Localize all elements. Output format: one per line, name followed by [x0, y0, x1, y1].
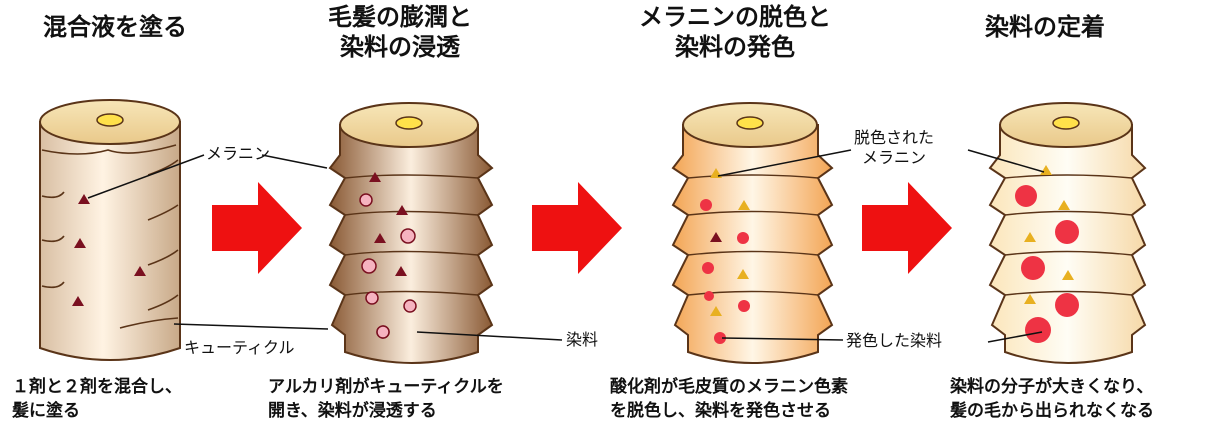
stage3-caption-line1: 酸化剤が毛皮質のメラニン色素: [610, 377, 848, 397]
stage2-caption-line1: アルカリ剤がキューティクルを: [268, 377, 504, 397]
stage3-title-line2: 染料の発色: [675, 33, 795, 61]
stage4-caption: 染料の分子が大きくなり、 髪の毛から出られなくなる: [950, 375, 1154, 423]
stage2-title: 毛髪の膨潤と 染料の浸透: [300, 2, 500, 62]
melanin-particles-1: [72, 194, 146, 306]
label-cuticle: キューティクル: [184, 338, 295, 357]
stage3-title: メラニンの脱色と 染料の発色: [615, 2, 855, 62]
melanin-particle-3: [710, 232, 722, 242]
label-decolored-melanin: 脱色された メラニン: [854, 128, 934, 168]
stage1-title-text: 混合液を塗る: [43, 13, 187, 41]
hair-strand-2: [328, 102, 494, 364]
colored-dye-particles-3: [700, 199, 750, 344]
dye-particles-2: [359, 193, 417, 339]
stage2-caption-line2: 開き、染料が浸透する: [268, 401, 437, 421]
stage2-title-line1: 毛髪の膨潤と: [328, 3, 472, 31]
stage1-caption-line1: １剤と２剤を混合し、: [12, 377, 182, 397]
label-decolored-melanin-line1: 脱色された: [854, 128, 935, 147]
label-decolored-melanin-line2: メラニン: [862, 148, 927, 167]
stage4-title: 染料の定着: [960, 12, 1130, 42]
arrow-2-icon: [532, 182, 622, 274]
dye-highlight-marker: [376, 325, 390, 339]
label-colored-dye: 発色した染料: [846, 331, 943, 350]
hair-strand-1: [39, 99, 181, 361]
stage4-caption-line2: 髪の毛から出られなくなる: [950, 401, 1154, 421]
arrow-1-icon: [212, 182, 302, 274]
stage3-title-line1: メラニンの脱色と: [639, 3, 831, 31]
stage1-caption: １剤と２剤を混合し、 髪に塗る: [12, 375, 182, 423]
arrow-3-icon: [862, 182, 952, 274]
decolored-melanin-particles-4: [1024, 165, 1074, 304]
fixed-dye-particles-4: [1015, 185, 1079, 343]
stage4-title-text: 染料の定着: [985, 13, 1105, 41]
hair-strand-3: [671, 102, 834, 364]
stage3-caption: 酸化剤が毛皮質のメラニン色素 を脱色し、染料を発色させる: [610, 375, 848, 423]
stage2-title-line2: 染料の浸透: [340, 33, 460, 61]
label-dye: 染料: [566, 330, 599, 349]
stage3-caption-line2: を脱色し、染料を発色させる: [610, 401, 831, 421]
stage1-title: 混合液を塗る: [20, 12, 210, 42]
stage1-caption-line2: 髪に塗る: [12, 401, 80, 421]
stage2-caption: アルカリ剤がキューティクルを 開き、染料が浸透する: [268, 375, 504, 423]
hair-strand-4: [988, 102, 1147, 364]
leader-lines: [87, 149, 1045, 343]
label-melanin: メラニン: [206, 144, 271, 163]
melanin-particles-2: [369, 172, 408, 276]
stage4-caption-line1: 染料の分子が大きくなり、: [950, 377, 1154, 397]
